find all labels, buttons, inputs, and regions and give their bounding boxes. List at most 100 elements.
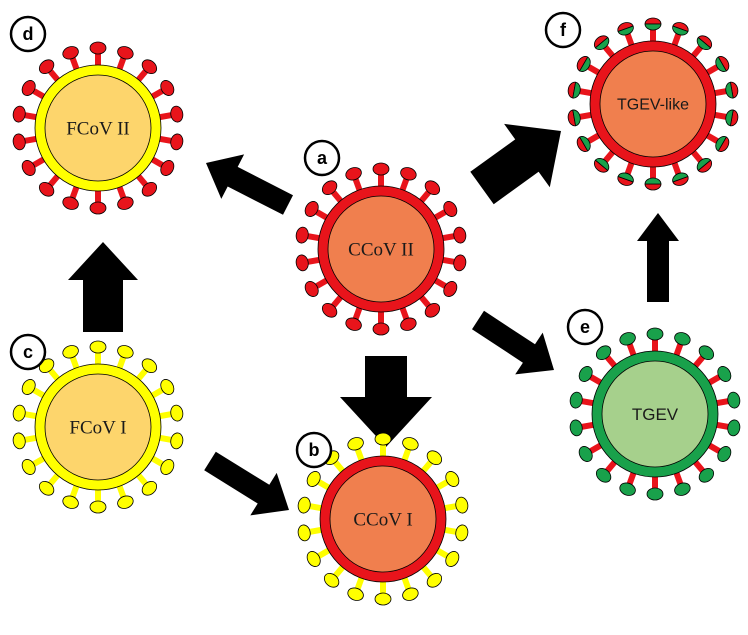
spike-cap bbox=[715, 136, 730, 152]
spike-cap bbox=[725, 109, 739, 127]
virus-inner-outline bbox=[44, 373, 152, 481]
badge-label-e: e bbox=[580, 317, 590, 337]
virus-inner-outline bbox=[327, 195, 435, 303]
arrow-a-to-d bbox=[206, 154, 293, 215]
spike-cap bbox=[170, 105, 184, 123]
spike-cap bbox=[170, 133, 184, 151]
spike-cap bbox=[426, 450, 443, 465]
virus-label-c: FCoV I bbox=[69, 418, 126, 439]
spike-cap bbox=[297, 496, 311, 514]
spike-cap bbox=[569, 419, 583, 437]
spike-cap bbox=[321, 303, 338, 318]
virus-membrane-f bbox=[590, 41, 716, 167]
spike-cap bbox=[21, 459, 36, 475]
virus-outer-outline bbox=[319, 455, 447, 583]
spike-cap bbox=[424, 180, 441, 195]
spike-cap bbox=[117, 495, 134, 509]
spike-cap bbox=[323, 573, 340, 588]
spike-cap bbox=[38, 182, 55, 197]
virus-c: FCoV I bbox=[12, 340, 184, 514]
spike-cap bbox=[160, 160, 175, 176]
virus-outer-outline bbox=[34, 64, 162, 192]
spike-cap bbox=[698, 345, 715, 360]
viruses-layer: CCoV II CCoV I FCoV I FCoV II TGEV TGEV-like bbox=[12, 17, 741, 606]
spike-cap bbox=[644, 177, 662, 191]
virus-inner-outline bbox=[44, 74, 152, 182]
spike-cap bbox=[595, 468, 612, 483]
spike-cap bbox=[295, 254, 309, 272]
spike-cap bbox=[304, 281, 319, 297]
badge-circle bbox=[303, 139, 341, 177]
spike-cap bbox=[617, 22, 634, 36]
virus-f: TGEV-like bbox=[567, 17, 739, 191]
spike-cap bbox=[455, 524, 469, 542]
spike-cap bbox=[644, 17, 662, 31]
spike-cap bbox=[426, 573, 443, 588]
spike-cap bbox=[62, 196, 79, 210]
virus-d: FCoV II bbox=[12, 41, 184, 215]
spike-cap bbox=[619, 482, 636, 496]
spike-cap bbox=[12, 404, 26, 422]
spike-cap bbox=[160, 379, 175, 395]
spike-cap bbox=[21, 379, 36, 395]
spike-cap bbox=[21, 160, 36, 176]
virus-membrane-b bbox=[320, 456, 446, 582]
spike-cap bbox=[727, 391, 741, 409]
spike-cap bbox=[717, 446, 732, 462]
spike-cap bbox=[62, 345, 79, 359]
virus-membrane-d bbox=[35, 65, 161, 191]
spike-cap bbox=[646, 487, 664, 501]
spike-cap bbox=[424, 303, 441, 318]
spike-cap bbox=[345, 317, 362, 331]
spike-cap bbox=[402, 437, 419, 451]
spike-cap bbox=[62, 46, 79, 60]
spike-cap bbox=[619, 332, 636, 346]
spike-cap bbox=[567, 81, 581, 99]
spike-cap bbox=[696, 158, 713, 173]
spike-cap bbox=[89, 41, 107, 55]
virus-e: TGEV bbox=[569, 327, 741, 501]
badge-label-c: c bbox=[23, 342, 33, 362]
badge-a: a bbox=[303, 139, 341, 177]
spike-cap bbox=[455, 496, 469, 514]
spike-cap bbox=[117, 345, 134, 359]
spike-cap bbox=[321, 180, 338, 195]
spikes-e bbox=[569, 327, 741, 501]
virus-outer-outline bbox=[589, 40, 717, 168]
virus-a: CCoV II bbox=[295, 162, 467, 336]
badge-circle bbox=[544, 11, 582, 49]
virus-membrane-c bbox=[35, 364, 161, 490]
spike-cap bbox=[160, 80, 175, 96]
spike-cap bbox=[443, 281, 458, 297]
spike-cap bbox=[12, 432, 26, 450]
spike-cap bbox=[672, 22, 689, 36]
arrow-c-to-b bbox=[204, 451, 289, 516]
virus-outer-outline bbox=[34, 363, 162, 491]
virus-membrane-a bbox=[318, 186, 444, 312]
spike-cap bbox=[567, 109, 581, 127]
badge-circle bbox=[566, 308, 604, 346]
badge-d: d bbox=[9, 15, 47, 53]
badge-f: f bbox=[544, 11, 582, 49]
spike-cap bbox=[347, 587, 364, 601]
virus-inner-outline bbox=[329, 465, 437, 573]
spike-cap bbox=[578, 446, 593, 462]
virus-label-a: CCoV II bbox=[348, 240, 414, 261]
virus-label-b: CCoV I bbox=[353, 510, 412, 531]
virus-outer-outline bbox=[591, 350, 719, 478]
spike-cap bbox=[170, 432, 184, 450]
badge-circle bbox=[9, 15, 47, 53]
badge-e: e bbox=[566, 308, 604, 346]
badge-label-b: b bbox=[309, 440, 320, 460]
spike-cap bbox=[141, 59, 158, 74]
spike-cap bbox=[593, 158, 610, 173]
spike-cap bbox=[725, 81, 739, 99]
spike-cap bbox=[141, 481, 158, 496]
spike-cap bbox=[141, 182, 158, 197]
spike-cap bbox=[160, 459, 175, 475]
badges-layer: a b c d e f bbox=[9, 11, 604, 469]
spike-cap bbox=[617, 172, 634, 186]
virus-inner-outline bbox=[601, 360, 709, 468]
spike-cap bbox=[402, 587, 419, 601]
